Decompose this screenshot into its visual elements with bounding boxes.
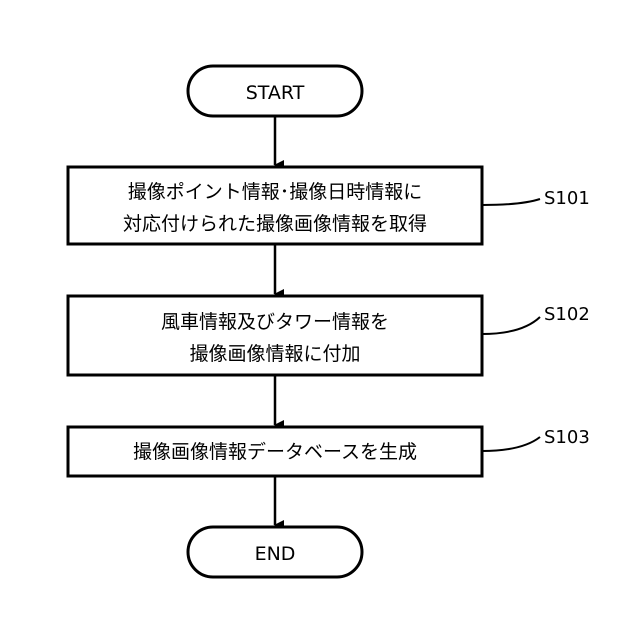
- step-id-s101: S101: [544, 188, 590, 209]
- step-id-s102: S102: [544, 304, 590, 325]
- step-s102-line-2: 撮像画像情報に付加: [189, 343, 360, 365]
- leader-line-s103: [482, 437, 540, 451]
- process-step-s102: 風車情報及びタワー情報を 撮像画像情報に付加: [68, 296, 482, 375]
- leader-line-s101: [482, 199, 540, 205]
- step-s103-line-1: 撮像画像情報データベースを生成: [133, 441, 417, 463]
- step-s101-line-2: 対応付けられた撮像画像情報を取得: [123, 213, 427, 235]
- step-id-s103: S103: [544, 427, 590, 448]
- process-step-s103: 撮像画像情報データベースを生成: [68, 427, 482, 476]
- step-s101-line-1: 撮像ポイント情報･撮像日時情報に: [128, 181, 423, 203]
- start-label: START: [246, 82, 305, 104]
- process-step-s101: 撮像ポイント情報･撮像日時情報に 対応付けられた撮像画像情報を取得: [68, 167, 482, 244]
- end-label: END: [255, 543, 296, 565]
- end-terminator: END: [188, 527, 362, 577]
- step-s102-line-1: 風車情報及びタワー情報を: [161, 311, 389, 333]
- leader-line-s102: [482, 317, 540, 334]
- start-terminator: START: [188, 66, 362, 116]
